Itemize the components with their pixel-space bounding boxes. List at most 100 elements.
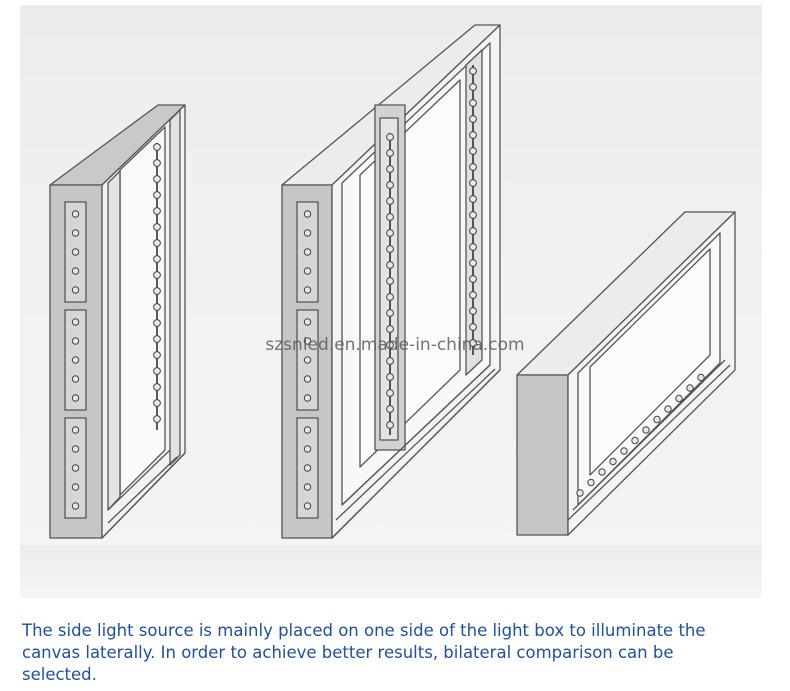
led-dot bbox=[153, 399, 161, 407]
led-dot bbox=[303, 502, 312, 510]
led-dot bbox=[153, 223, 161, 231]
led-dot bbox=[153, 367, 161, 375]
led-dot bbox=[71, 248, 80, 256]
led-dot bbox=[386, 245, 394, 253]
led-dot bbox=[386, 133, 394, 141]
light-box-single-side bbox=[49, 104, 186, 539]
led-dot bbox=[153, 335, 161, 343]
led-dot bbox=[469, 83, 477, 91]
led-dot bbox=[386, 405, 394, 413]
led-dot bbox=[153, 303, 161, 311]
led-dot bbox=[153, 271, 161, 279]
led-dot bbox=[469, 179, 477, 187]
led-dot bbox=[469, 243, 477, 251]
led-dot bbox=[386, 373, 394, 381]
led-dot bbox=[386, 293, 394, 301]
led-dot bbox=[469, 67, 477, 75]
led-dot bbox=[469, 307, 477, 315]
led-dot bbox=[386, 197, 394, 205]
led-dot bbox=[71, 229, 80, 237]
led-dot bbox=[386, 261, 394, 269]
led-dot bbox=[386, 149, 394, 157]
led-dot bbox=[631, 436, 639, 445]
led-dot bbox=[642, 426, 650, 434]
led-dot bbox=[469, 163, 477, 171]
led-dot bbox=[153, 255, 161, 263]
led-dot bbox=[303, 464, 312, 472]
watermark-text: szsnled.en.made-in-china.com bbox=[265, 335, 525, 355]
caption: The side light source is mainly placed o… bbox=[22, 620, 782, 686]
led-dot bbox=[653, 415, 661, 424]
led-dot bbox=[576, 489, 584, 497]
front-led-modules-box2 bbox=[303, 210, 312, 510]
led-dot bbox=[71, 483, 80, 491]
light-box-illustration bbox=[20, 5, 762, 598]
led-dot bbox=[153, 319, 161, 327]
led-dot bbox=[153, 383, 161, 391]
led-dot bbox=[609, 457, 617, 466]
led-dot bbox=[386, 277, 394, 285]
led-dot bbox=[469, 211, 477, 219]
led-dot bbox=[153, 239, 161, 247]
led-dot bbox=[386, 341, 394, 349]
led-dot bbox=[153, 415, 161, 423]
led-dot bbox=[469, 195, 477, 203]
led-dot bbox=[598, 468, 606, 476]
led-dot bbox=[71, 445, 80, 453]
led-dot bbox=[303, 394, 312, 402]
led-dot bbox=[469, 259, 477, 267]
side-led-strip-box1 bbox=[153, 143, 161, 423]
led-dot bbox=[153, 191, 161, 199]
front-led-modules-box1 bbox=[71, 210, 80, 510]
led-dot bbox=[71, 267, 80, 275]
led-dot bbox=[675, 394, 683, 403]
led-dot bbox=[71, 210, 80, 218]
led-dot bbox=[71, 502, 80, 510]
led-dot bbox=[469, 227, 477, 235]
led-dot bbox=[303, 483, 312, 491]
led-dot bbox=[303, 248, 312, 256]
light-box-horizontal bbox=[516, 211, 736, 536]
light-box-drawing bbox=[20, 24, 762, 598]
led-dot bbox=[153, 351, 161, 359]
led-dot bbox=[620, 447, 628, 455]
led-dot bbox=[71, 394, 80, 402]
led-dot bbox=[469, 275, 477, 283]
led-dot bbox=[71, 464, 80, 472]
caption-line-3: selected. bbox=[22, 665, 97, 684]
led-dot bbox=[303, 375, 312, 383]
caption-line-2: canvas laterally. In order to achieve be… bbox=[22, 643, 674, 662]
led-dot bbox=[386, 213, 394, 221]
led-dot bbox=[386, 309, 394, 317]
led-dot bbox=[71, 286, 80, 294]
led-dot bbox=[664, 405, 672, 413]
side-led-strip-box3 bbox=[576, 373, 705, 497]
led-dot bbox=[303, 337, 312, 345]
led-dot bbox=[386, 181, 394, 189]
led-dot bbox=[303, 286, 312, 294]
led-dot bbox=[71, 375, 80, 383]
led-dot bbox=[71, 426, 80, 434]
led-dot bbox=[303, 318, 312, 326]
led-dot bbox=[153, 207, 161, 215]
led-dot bbox=[303, 210, 312, 218]
led-dot bbox=[686, 384, 694, 392]
side-led-strip-box2 bbox=[386, 67, 477, 429]
led-dot bbox=[697, 373, 705, 382]
led-dot bbox=[153, 175, 161, 183]
led-dot bbox=[469, 323, 477, 331]
led-dot bbox=[303, 356, 312, 364]
led-dot bbox=[386, 229, 394, 237]
led-dot bbox=[587, 478, 595, 487]
led-dot bbox=[303, 445, 312, 453]
led-dot bbox=[153, 159, 161, 167]
led-dot bbox=[71, 318, 80, 326]
led-dot bbox=[469, 147, 477, 155]
led-dot bbox=[303, 426, 312, 434]
led-dot bbox=[386, 389, 394, 397]
led-dot bbox=[469, 131, 477, 139]
led-dot bbox=[71, 337, 80, 345]
led-dot bbox=[469, 99, 477, 107]
caption-line-1: The side light source is mainly placed o… bbox=[22, 621, 706, 640]
led-dot bbox=[153, 143, 161, 151]
